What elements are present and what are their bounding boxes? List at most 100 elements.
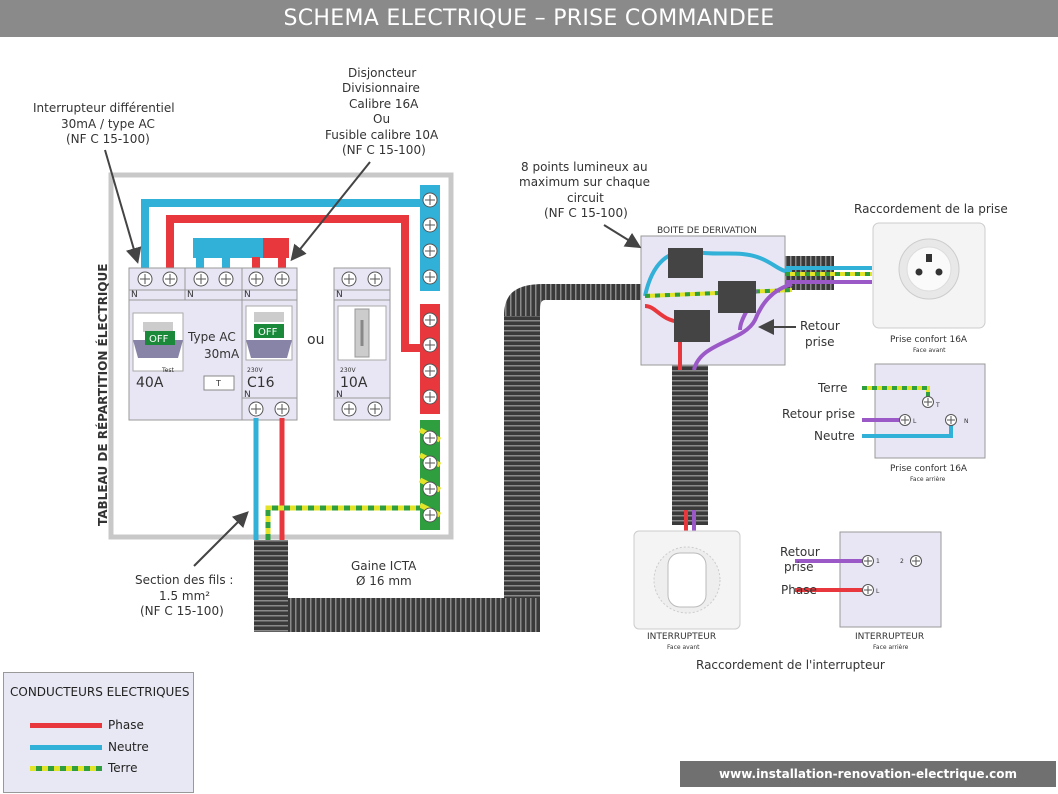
svg-text:Section des fils :: Section des fils : xyxy=(135,573,233,587)
fuse-voltage: 230V xyxy=(340,367,356,374)
annotation-gaine: Gaine ICTA Ø 16 mm xyxy=(351,559,417,588)
or-label: ou xyxy=(307,332,324,348)
svg-text:Ou: Ou xyxy=(373,112,390,126)
socket-term-t: T xyxy=(935,402,940,409)
socket-back-label: Prise confort 16A xyxy=(890,464,968,474)
annotation-retour-prise: Retour prise xyxy=(758,319,840,349)
switch-back-sub: Face arrière xyxy=(873,644,909,651)
switch-wire-retour-2: prise xyxy=(784,560,814,574)
rcd-test-label: Test xyxy=(161,367,174,374)
svg-text:Disjoncteur: Disjoncteur xyxy=(348,66,416,80)
phase-terminal-block xyxy=(420,304,440,414)
svg-text:8 points lumineux au: 8 points lumineux au xyxy=(521,160,648,174)
socket-wire-neutre: Neutre xyxy=(814,429,855,443)
socket-front-label: Prise confort 16A xyxy=(890,335,968,345)
switch-term-2: 2 xyxy=(900,558,904,565)
svg-text:maximum sur chaque: maximum sur chaque xyxy=(519,175,650,189)
breaker-rating: C16 xyxy=(247,375,275,391)
switch-term-l: L xyxy=(876,588,880,595)
switch-front-label: INTERRUPTEUR xyxy=(647,632,716,642)
svg-text:Divisionnaire: Divisionnaire xyxy=(342,81,420,95)
socket-term-l: L xyxy=(913,418,917,425)
socket-back: T L N Terre Retour prise Neutre Prise co… xyxy=(782,363,986,483)
socket-wire-terre: Terre xyxy=(817,381,847,395)
svg-text:Retour: Retour xyxy=(800,319,840,333)
junction-box: BOITE DE DERIVATION xyxy=(640,226,793,371)
switch-wire-retour-1: Retour xyxy=(780,545,820,559)
switch-rocker[interactable] xyxy=(667,552,707,608)
legend: CONDUCTEURS ELECTRIQUES Phase Neutre Ter… xyxy=(3,672,194,793)
legend-swatch-terre xyxy=(30,766,102,771)
comb-busbar-neutral xyxy=(193,238,263,258)
svg-text:(NF C 15-100): (NF C 15-100) xyxy=(140,604,224,618)
page-title: SCHEMA ELECTRIQUE – PRISE COMMANDEE xyxy=(0,0,1058,37)
svg-text:(NF C 15-100): (NF C 15-100) xyxy=(342,143,426,157)
socket-term-n: N xyxy=(964,418,969,425)
breaker-n-bottom: N xyxy=(244,390,251,400)
svg-text:(NF C 15-100): (NF C 15-100) xyxy=(544,206,628,220)
svg-text:1.5 mm²: 1.5 mm² xyxy=(159,589,210,603)
rcd-n-top2: N xyxy=(187,290,194,300)
svg-text:30mA / type AC: 30mA / type AC xyxy=(61,117,155,131)
rcd-off-label: OFF xyxy=(149,334,169,345)
switch-heading: Raccordement de l'interrupteur xyxy=(696,658,885,672)
switch-back: 1 2 L Retour prise Phase INTERRUPTEUR Fa… xyxy=(780,531,942,651)
switch-back-label: INTERRUPTEUR xyxy=(855,632,924,642)
rcd-module: N N OFF Type AC 30mA Test 40A T xyxy=(128,267,243,421)
conduit-curve-top xyxy=(504,284,650,316)
socket-back-sub: Face arrière xyxy=(910,476,946,483)
rcd-t-label: T xyxy=(215,379,221,388)
legend-swatch-phase xyxy=(30,723,102,728)
breaker-n-top: N xyxy=(244,290,251,300)
socket-front-sub: Face avant xyxy=(913,347,946,354)
comb-busbar-phase xyxy=(263,238,289,258)
svg-text:circuit: circuit xyxy=(567,191,604,205)
rcd-off-toggle[interactable] xyxy=(145,331,175,345)
rcd-sensitivity: 30mA xyxy=(204,347,240,361)
neutral-supply-wire xyxy=(141,199,423,270)
earth-terminal-block xyxy=(418,420,442,530)
panel-label: TABLEAU DE RÉPARTITION ÉLECTRIQUE xyxy=(95,264,110,526)
rcd-test-button[interactable] xyxy=(203,375,235,391)
svg-text:Gaine ICTA: Gaine ICTA xyxy=(351,559,417,573)
breaker-off-label: OFF xyxy=(258,327,278,338)
rcd-n-top: N xyxy=(131,290,138,300)
svg-text:Fusible calibre 10A: Fusible calibre 10A xyxy=(325,128,439,142)
legend-label-terre: Terre xyxy=(108,761,138,775)
svg-text:(NF C 15-100): (NF C 15-100) xyxy=(66,132,150,146)
conduit-horizontal-bottom xyxy=(288,598,540,632)
fuse-rating: 10A xyxy=(340,375,368,391)
socket-wire-retour: Retour prise xyxy=(782,407,855,421)
switch-wire-phase: Phase xyxy=(781,583,817,597)
annotation-section: Section des fils : 1.5 mm² (NF C 15-100) xyxy=(135,511,249,618)
switch-term-1: 1 xyxy=(876,558,880,565)
conduit-vertical-mid xyxy=(504,316,540,598)
fuse-n-bottom: N xyxy=(336,390,343,400)
svg-text:Interrupteur différentiel: Interrupteur différentiel xyxy=(33,101,175,115)
socket-heading: Raccordement de la prise xyxy=(854,202,1008,216)
phase-supply-wire xyxy=(166,215,420,352)
rcd-type: Type AC xyxy=(187,330,236,344)
annotation-rcd: Interrupteur différentiel 30mA / type AC… xyxy=(33,101,175,264)
website-link[interactable]: www.installation-renovation-electrique.c… xyxy=(680,761,1056,787)
breaker-off-toggle[interactable] xyxy=(254,324,284,338)
svg-text:prise: prise xyxy=(805,335,835,349)
switch-front: INTERRUPTEUR Face avant xyxy=(633,530,741,651)
legend-title: CONDUCTEURS ELECTRIQUES xyxy=(10,685,190,699)
legend-label-phase: Phase xyxy=(108,718,144,732)
conduit-to-switch xyxy=(672,365,708,525)
junction-box-label: BOITE DE DERIVATION xyxy=(657,226,757,236)
legend-swatch-neutre xyxy=(30,745,102,750)
svg-text:Calibre 16A: Calibre 16A xyxy=(349,97,419,111)
neutral-terminal-block xyxy=(420,185,440,291)
conduit-vertical-left xyxy=(254,540,288,632)
fuse-n-top: N xyxy=(336,290,343,300)
legend-label-neutre: Neutre xyxy=(108,740,149,754)
fuse-module: N 230V 10A N xyxy=(333,267,391,421)
annotation-points: 8 points lumineux au maximum sur chaque … xyxy=(519,160,650,249)
rcd-rating: 40A xyxy=(136,375,164,391)
breaker-module: N OFF 230V C16 N xyxy=(241,267,298,421)
switch-front-sub: Face avant xyxy=(667,644,700,651)
